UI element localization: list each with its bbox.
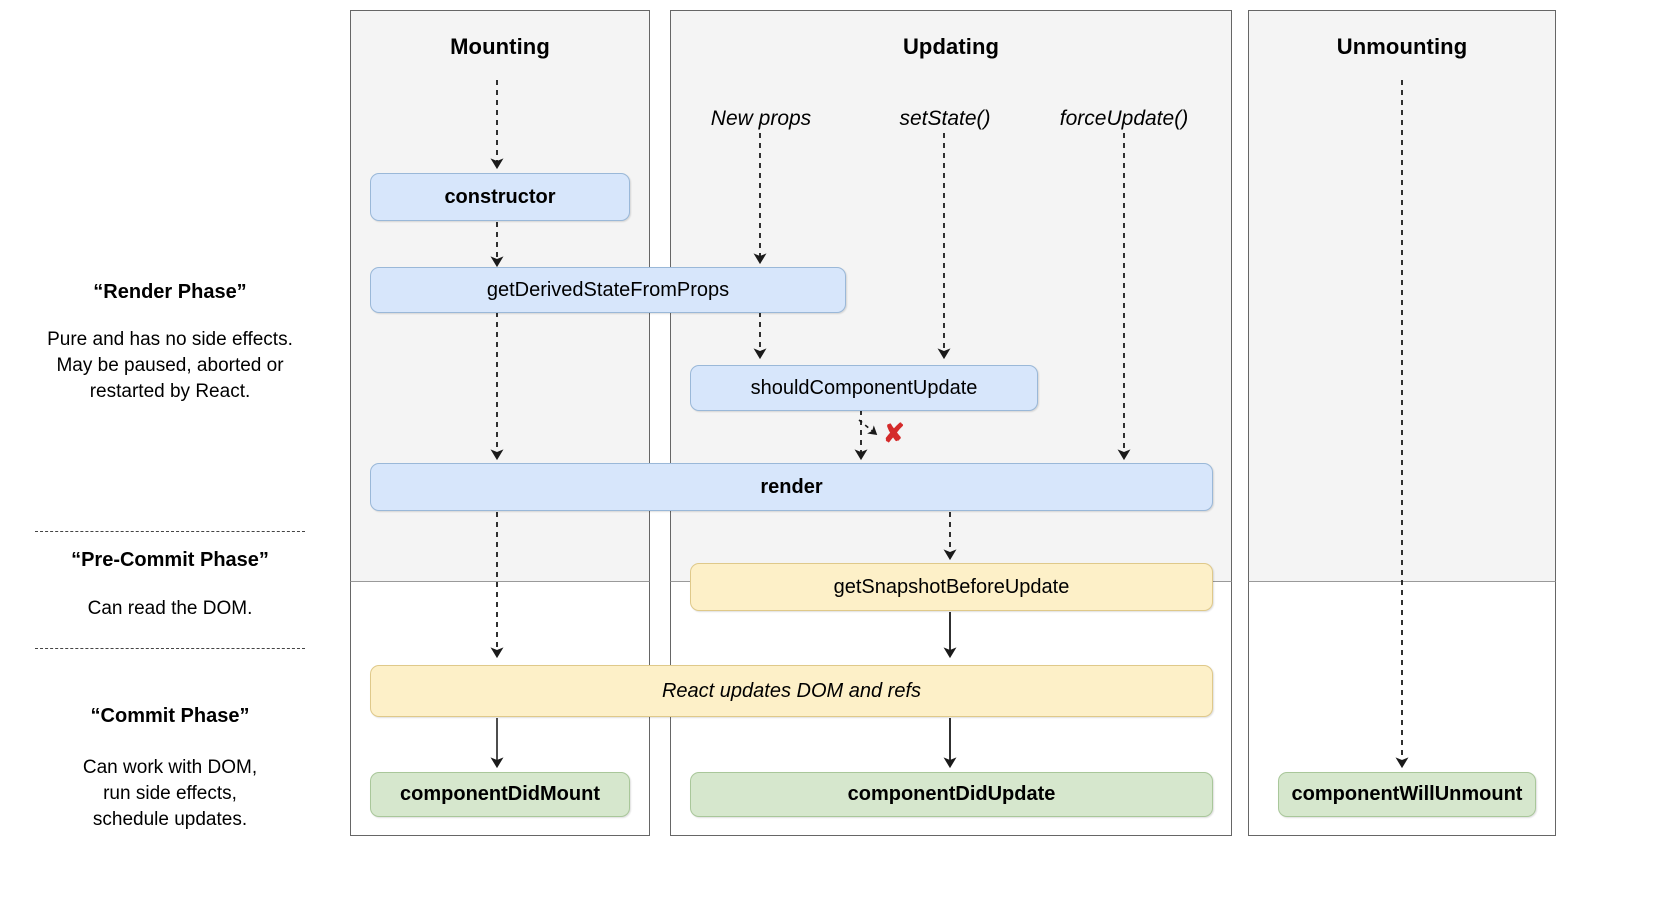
phase-divider-lower <box>35 648 305 649</box>
node-component-did-mount[interactable]: componentDidMount <box>370 772 630 817</box>
column-panel-unmounting-top <box>1248 10 1556 582</box>
skip-render-x-icon: ✘ <box>883 418 905 448</box>
phase-title-commit: “Commit Phase” <box>90 705 250 727</box>
trigger-label-force-update: forceUpdate() <box>1059 107 1189 130</box>
column-title-mounting: Mounting <box>450 34 550 59</box>
trigger-label-new-props: New props <box>710 107 812 130</box>
column-title-updating: Updating <box>902 34 1000 59</box>
column-title-unmounting: Unmounting <box>1336 34 1468 59</box>
phase-body-commit: Can work with DOM, run side effects, sch… <box>82 757 258 831</box>
trigger-label-set-state: setState() <box>899 107 991 130</box>
node-constructor[interactable]: constructor <box>370 173 630 221</box>
node-get-snapshot-before-update[interactable]: getSnapshotBeforeUpdate <box>690 563 1213 611</box>
node-get-derived-state-from-props[interactable]: getDerivedStateFromProps <box>370 267 846 313</box>
phase-title-pre-commit: “Pre-Commit Phase” <box>71 549 269 571</box>
node-component-will-unmount[interactable]: componentWillUnmount <box>1278 772 1536 817</box>
phase-body-pre-commit: Can read the DOM. <box>87 598 253 619</box>
node-should-component-update[interactable]: shouldComponentUpdate <box>690 365 1038 411</box>
node-render[interactable]: render <box>370 463 1213 511</box>
phase-divider-upper <box>35 531 305 532</box>
phase-title-render: “Render Phase” <box>93 281 247 303</box>
phase-body-render: Pure and has no side effects. May be pau… <box>47 329 293 403</box>
node-component-did-update[interactable]: componentDidUpdate <box>690 772 1213 817</box>
node-react-updates-dom-and-refs[interactable]: React updates DOM and refs <box>370 665 1213 717</box>
